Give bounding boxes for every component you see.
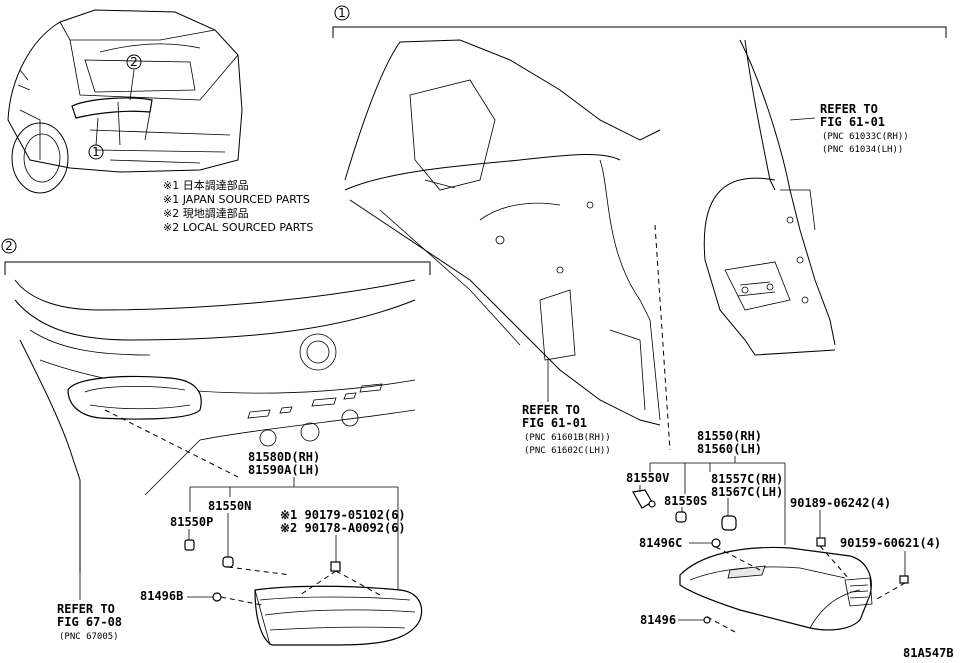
label-81567C: 81567C(LH) <box>711 485 783 499</box>
door-lamp-dash-lines <box>220 566 381 606</box>
label-81550V: 81550V <box>626 471 669 485</box>
bulb-81550N <box>222 513 234 568</box>
svg-text:(PNC 61034(LH)): (PNC 61034(LH)) <box>822 145 903 155</box>
tree-81580D <box>189 477 399 598</box>
svg-text:(PNC 61602C(LH)): (PNC 61602C(LH)) <box>524 446 611 456</box>
svg-text:(PNC 61601B(RH)): (PNC 61601B(RH)) <box>524 433 611 443</box>
clip-81496B <box>187 592 222 602</box>
label-90189: 90189-06242(4) <box>790 496 891 510</box>
nut-90179 <box>330 535 341 572</box>
back-door-lamp <box>254 585 423 646</box>
ref-fig61-right: REFER TO FIG 61-01 (PNC 61033C(RH)) (PNC… <box>820 102 909 155</box>
thumb-callout-1: 1 <box>88 144 104 160</box>
lamp-dash-lines <box>706 545 906 633</box>
note-local-en: ※2 LOCAL SOURCED PARTS <box>163 221 313 234</box>
pillar-panel <box>703 39 836 356</box>
quarter-panel <box>344 39 661 426</box>
label-81496B: 81496B <box>140 589 183 603</box>
clip-81496C <box>689 538 721 548</box>
gasket-81557C <box>721 498 737 531</box>
label-81550N: 81550N <box>208 499 251 513</box>
label-90159: 90159-60621(4) <box>840 536 941 550</box>
section-2-bracket: 2 <box>1 238 431 275</box>
label-81590A: 81590A(LH) <box>248 463 320 477</box>
thumb-callout-2: 2 <box>126 54 142 70</box>
label-81557C: 81557C(RH) <box>711 472 783 486</box>
tree-81550 <box>649 456 786 545</box>
label-90178: ※2 90178-A0092(6) <box>280 521 406 535</box>
nut-90189 <box>816 510 826 547</box>
clip-81496 <box>678 616 711 624</box>
socket-81550P <box>184 529 195 551</box>
diagram-id: 81A547B <box>903 646 954 660</box>
svg-text:1: 1 <box>92 145 100 159</box>
section-1-bracket: 1 <box>332 5 947 38</box>
svg-text:REFER TO: REFER TO <box>522 403 580 417</box>
svg-text:REFER TO: REFER TO <box>820 102 878 116</box>
svg-text:2: 2 <box>130 55 138 69</box>
svg-text:1: 1 <box>338 6 346 20</box>
note-japan-en: ※1 JAPAN SOURCED PARTS <box>163 193 310 206</box>
label-81496: 81496 <box>640 613 676 627</box>
guide-dash-left <box>104 409 241 479</box>
svg-text:REFER TO: REFER TO <box>57 602 115 616</box>
note-japan-jp: ※1 日本調達部品 <box>163 178 249 192</box>
guide-dash-mid <box>654 224 671 451</box>
socket-81550V <box>632 485 656 509</box>
bulb-81550S <box>675 507 687 523</box>
vehicle-thumbnail <box>7 9 243 194</box>
label-81550: 81550(RH) <box>697 429 762 443</box>
note-local-jp: ※2 現地調達部品 <box>163 206 249 220</box>
screw-90159 <box>899 551 909 584</box>
ref-fig67: REFER TO FIG 67-08 (PNC 67005) <box>57 602 122 642</box>
svg-text:FIG 61-01: FIG 61-01 <box>522 416 587 430</box>
label-81560: 81560(LH) <box>697 442 762 456</box>
svg-text:FIG 67-08: FIG 67-08 <box>57 615 122 629</box>
back-door-panel <box>14 279 416 572</box>
leader-fig61-right <box>789 117 816 121</box>
svg-text:2: 2 <box>5 239 13 253</box>
ref-fig61-mid: REFER TO FIG 61-01 (PNC 61601B(RH)) (PNC… <box>522 403 611 456</box>
svg-text:(PNC 61033C(RH)): (PNC 61033C(RH)) <box>822 132 909 142</box>
label-81496C: 81496C <box>639 536 682 550</box>
svg-text:(PNC 67005): (PNC 67005) <box>59 632 119 642</box>
label-81550P: 81550P <box>170 515 213 529</box>
label-90179: ※1 90179-05102(6) <box>280 508 406 522</box>
label-81580D: 81580D(RH) <box>248 450 320 464</box>
svg-text:FIG 61-01: FIG 61-01 <box>820 115 885 129</box>
rear-lamp-rh <box>679 546 873 631</box>
label-81550S: 81550S <box>664 494 707 508</box>
